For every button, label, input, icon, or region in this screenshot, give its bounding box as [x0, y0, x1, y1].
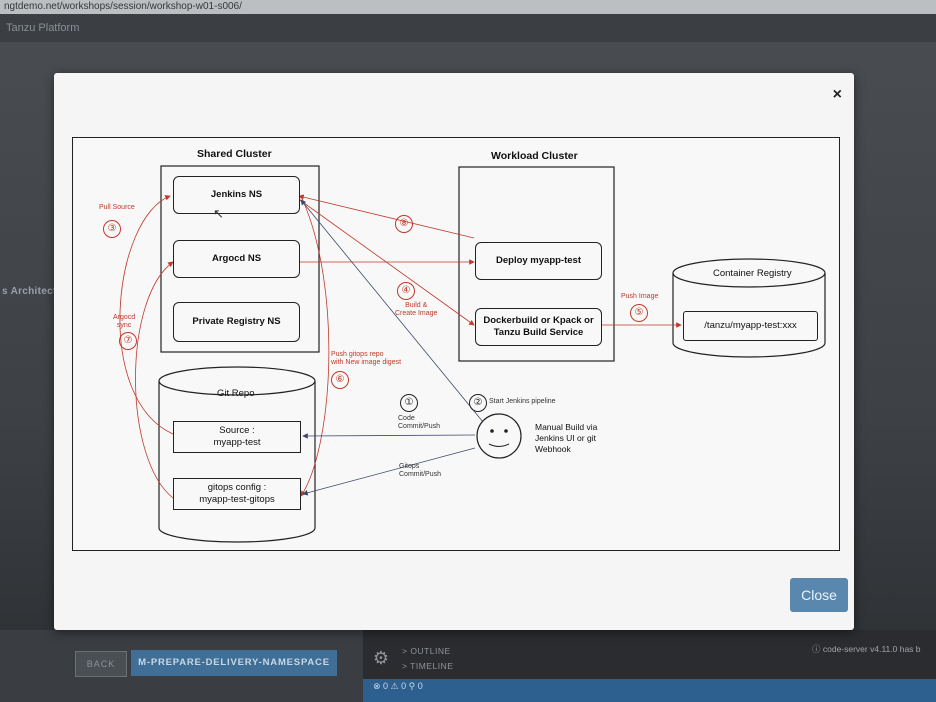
- git-repo-title: Git Repo: [217, 388, 255, 399]
- workshop-side-heading: s Architectu: [2, 286, 64, 297]
- mouse-cursor-icon: ↖: [213, 206, 224, 221]
- argocd-sync-arrow: [135, 261, 174, 499]
- git-repo-cylinder: [158, 381, 316, 543]
- app-header-title: Tanzu Platform: [0, 14, 936, 42]
- build-create-line2: Create Image: [395, 310, 438, 317]
- browser-url-bar[interactable]: ngtdemo.net/workshops/session/workshop-w…: [0, 0, 936, 14]
- timeline-label: TIMELINE: [410, 661, 454, 671]
- outline-label: OUTLINE: [410, 646, 451, 656]
- build-line1: Dockerbuild or Kpack or: [483, 315, 594, 326]
- start-jenkins-arrow: [300, 199, 484, 423]
- gitops-commit-arrow: [302, 447, 476, 496]
- gitops-label: gitops config :: [207, 482, 267, 493]
- argocd-ns-box: Argocd NS: [173, 240, 300, 278]
- registry-cylinder: [672, 273, 826, 358]
- private-registry-box: Private Registry NS: [173, 302, 300, 342]
- step-1-marker: ①: [400, 394, 418, 412]
- close-icon[interactable]: ×: [832, 86, 842, 103]
- next-step-button[interactable]: M-PREPARE-DELIVERY-NAMESPACE: [131, 650, 337, 676]
- push-gitops-label: Push gitops repo with New image digest: [331, 351, 401, 367]
- manual-line2: Jenkins UI or git: [535, 433, 596, 443]
- shared-cluster-box: [160, 165, 320, 353]
- gear-icon[interactable]: ⚙: [372, 648, 390, 668]
- step-5-marker: ⑤: [630, 304, 648, 322]
- build-create-line1: Build &: [405, 302, 428, 309]
- code-commit-line1: Code: [398, 415, 415, 422]
- architecture-diagram: Shared Cluster Workload Cluster Jenkins …: [72, 137, 840, 551]
- build-arrow: [296, 197, 475, 326]
- build-service-box: Dockerbuild or Kpack or Tanzu Build Serv…: [475, 308, 602, 346]
- build-create-label: Build & Create Image: [395, 302, 437, 318]
- code-commit-label: Code Commit/Push: [398, 415, 440, 431]
- source-repo-box: Source : myapp-test: [173, 421, 301, 453]
- push-gitops-line2: with New image digest: [331, 359, 402, 366]
- step-7-marker: ⑦: [119, 332, 137, 350]
- jenkins-ns-box: Jenkins NS: [173, 176, 300, 214]
- user-face-icon: [476, 413, 522, 459]
- gitops-repo-box: gitops config : myapp-test-gitops: [173, 478, 301, 510]
- back-button[interactable]: BACK: [75, 651, 127, 677]
- argocd-sync-line2: sync: [116, 322, 132, 329]
- architecture-modal: ×: [54, 73, 854, 630]
- step-3-marker: ③: [103, 220, 121, 238]
- push-gitops-line1: Push gitops repo: [331, 351, 384, 358]
- step8-arrow: [298, 194, 475, 239]
- workload-cluster-box: [458, 166, 615, 362]
- step-8-marker: ⑧: [395, 215, 413, 233]
- manual-line3: Webhook: [535, 444, 571, 454]
- notification-toast: ⓘ code-server v4.11.0 has b: [812, 644, 921, 654]
- timeline-section[interactable]: > TIMELINE: [402, 661, 454, 671]
- source-repo-name: myapp-test: [213, 437, 261, 448]
- start-jenkins-label: Start Jenkins pipeline: [489, 398, 556, 405]
- step-6-marker: ⑥: [331, 371, 349, 389]
- manual-line1: Manual Build via: [535, 422, 598, 432]
- manual-build-label: Manual Build via Jenkins UI or git Webho…: [535, 422, 597, 455]
- close-button[interactable]: Close: [790, 578, 848, 612]
- code-commit-line2: Commit/Push: [398, 423, 441, 430]
- shared-cluster-title: Shared Cluster: [197, 148, 272, 160]
- code-commit-arrow: [302, 433, 476, 439]
- registry-image-box: /tanzu/myapp-test:xxx: [683, 311, 818, 341]
- gitops-commit-line2: Commit/Push: [399, 471, 442, 478]
- deploy-box: Deploy myapp-test: [475, 242, 602, 280]
- outline-section[interactable]: > OUTLINE: [402, 646, 451, 656]
- argocd-sync-line1: Argocd: [113, 314, 136, 321]
- gitops-commit-line1: Gitops: [399, 463, 420, 470]
- step-2-marker: ②: [469, 394, 487, 412]
- argocd-sync-label: Argocd sync: [113, 314, 135, 330]
- build-line2: Tanzu Build Service: [493, 327, 584, 338]
- gitops-commit-label: Gitops Commit/Push: [399, 463, 441, 479]
- editor-status-bar[interactable]: ⊗ 0 ⚠ 0 ⚲ 0: [363, 679, 936, 702]
- push-gitops-arrow: [300, 195, 330, 497]
- workload-cluster-title: Workload Cluster: [491, 150, 578, 162]
- container-registry-title: Container Registry: [713, 268, 792, 279]
- source-label: Source :: [219, 425, 255, 436]
- pull-source-arrow: [119, 195, 174, 435]
- gitops-repo-name: myapp-test-gitops: [199, 494, 275, 505]
- pull-source-label: Pull Source: [99, 204, 135, 211]
- step-4-marker: ④: [397, 282, 415, 300]
- push-image-label: Push Image: [621, 293, 659, 300]
- diagram-connectors: [119, 165, 826, 543]
